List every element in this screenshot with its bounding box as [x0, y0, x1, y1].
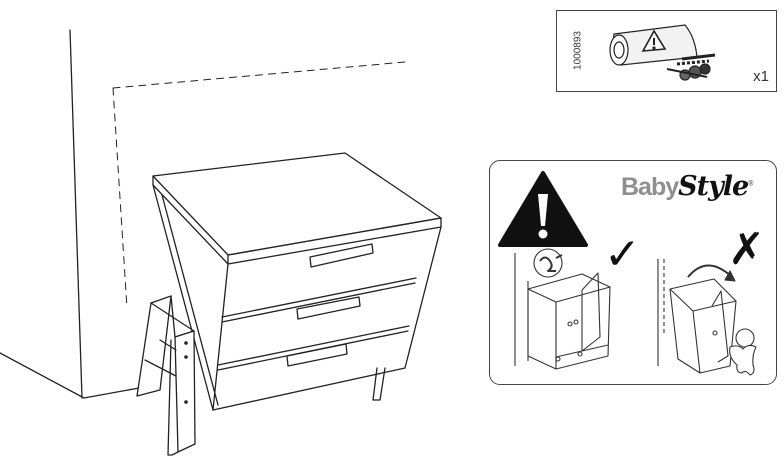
- correct-check-icon: ✓: [604, 229, 641, 280]
- wall-bracket-icon: [533, 248, 563, 278]
- brand-logo: BabyStyle®: [621, 171, 753, 202]
- secured-wardrobe-icon: [527, 272, 611, 370]
- part-code: 1000893: [572, 31, 584, 70]
- child-figure-icon: [729, 328, 757, 376]
- floor-edge: [0, 352, 151, 399]
- warning-triangle-icon: [498, 171, 588, 247]
- leg-frame: [136, 295, 196, 456]
- chest-body: [152, 152, 442, 411]
- wall-edge: [69, 29, 83, 399]
- wall-anchor-kit-icon: [609, 24, 716, 81]
- wall-dashed-top: [112, 61, 406, 89]
- incorrect-cross-icon: ✗: [728, 224, 765, 275]
- hardware-part-box: 1000893 x1: [556, 10, 777, 92]
- safety-warning-box: ✓ ✗: [489, 160, 777, 385]
- chest-leg-back: [372, 367, 386, 401]
- drawer-handles: [286, 243, 374, 367]
- leg-screw-holes: [184, 341, 188, 404]
- part-quantity: x1: [753, 68, 769, 85]
- tipping-wardrobe-icon: [669, 278, 737, 374]
- wall-dashed-side: [112, 87, 128, 309]
